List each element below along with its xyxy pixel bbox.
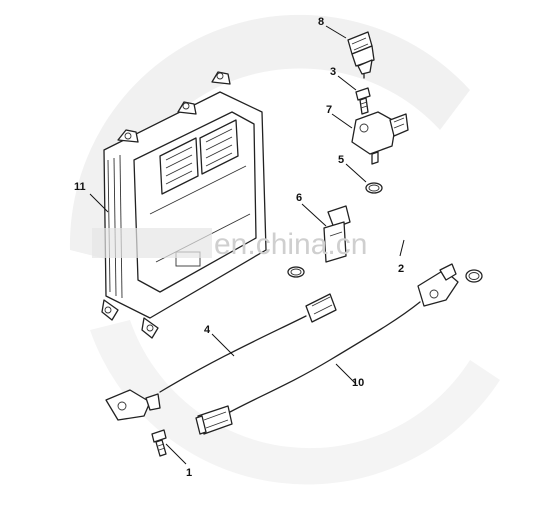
callout-11: 11 bbox=[74, 181, 86, 193]
callout-3: 3 bbox=[330, 66, 336, 78]
callout-2: 2 bbox=[398, 263, 404, 275]
watermark-blur-left bbox=[92, 228, 212, 258]
callout-4: 4 bbox=[204, 324, 211, 336]
leader-4 bbox=[211, 333, 235, 357]
o-ring-part-2-inner bbox=[468, 272, 480, 280]
sensor-part-8 bbox=[347, 31, 375, 79]
leader-5 bbox=[345, 163, 367, 183]
background-arc-lower bbox=[90, 320, 500, 485]
o-ring-part-5-inner bbox=[368, 184, 380, 192]
leader-7 bbox=[331, 113, 353, 129]
ecm-module bbox=[101, 71, 267, 339]
callout-8: 8 bbox=[318, 16, 324, 28]
watermark-text: en.china.cn bbox=[214, 228, 367, 261]
leader-2 bbox=[399, 239, 405, 257]
callout-7: 7 bbox=[326, 104, 332, 116]
callout-5: 5 bbox=[338, 154, 344, 166]
sensor-part-4 bbox=[105, 293, 337, 421]
o-ring-part-5 bbox=[365, 182, 383, 194]
leader-6 bbox=[301, 203, 327, 227]
screw-part-1 bbox=[151, 429, 167, 457]
leader-1 bbox=[165, 443, 187, 465]
leader-11 bbox=[89, 193, 109, 213]
callout-1: 1 bbox=[186, 467, 192, 479]
sensor-part-7 bbox=[351, 111, 409, 165]
callout-10: 10 bbox=[352, 377, 364, 389]
bolt-part-3 bbox=[355, 87, 371, 115]
sensor-part-6 bbox=[323, 205, 351, 263]
leader-3 bbox=[337, 75, 357, 91]
o-ring-part-6-inner bbox=[290, 268, 302, 276]
o-ring-part-2 bbox=[465, 269, 483, 283]
leader-10 bbox=[335, 363, 357, 385]
o-ring-part-6 bbox=[287, 266, 305, 278]
leader-8 bbox=[325, 25, 347, 39]
callout-6: 6 bbox=[296, 192, 302, 204]
background-arc bbox=[69, 14, 470, 260]
speed-sensor-part-10 bbox=[195, 263, 459, 435]
